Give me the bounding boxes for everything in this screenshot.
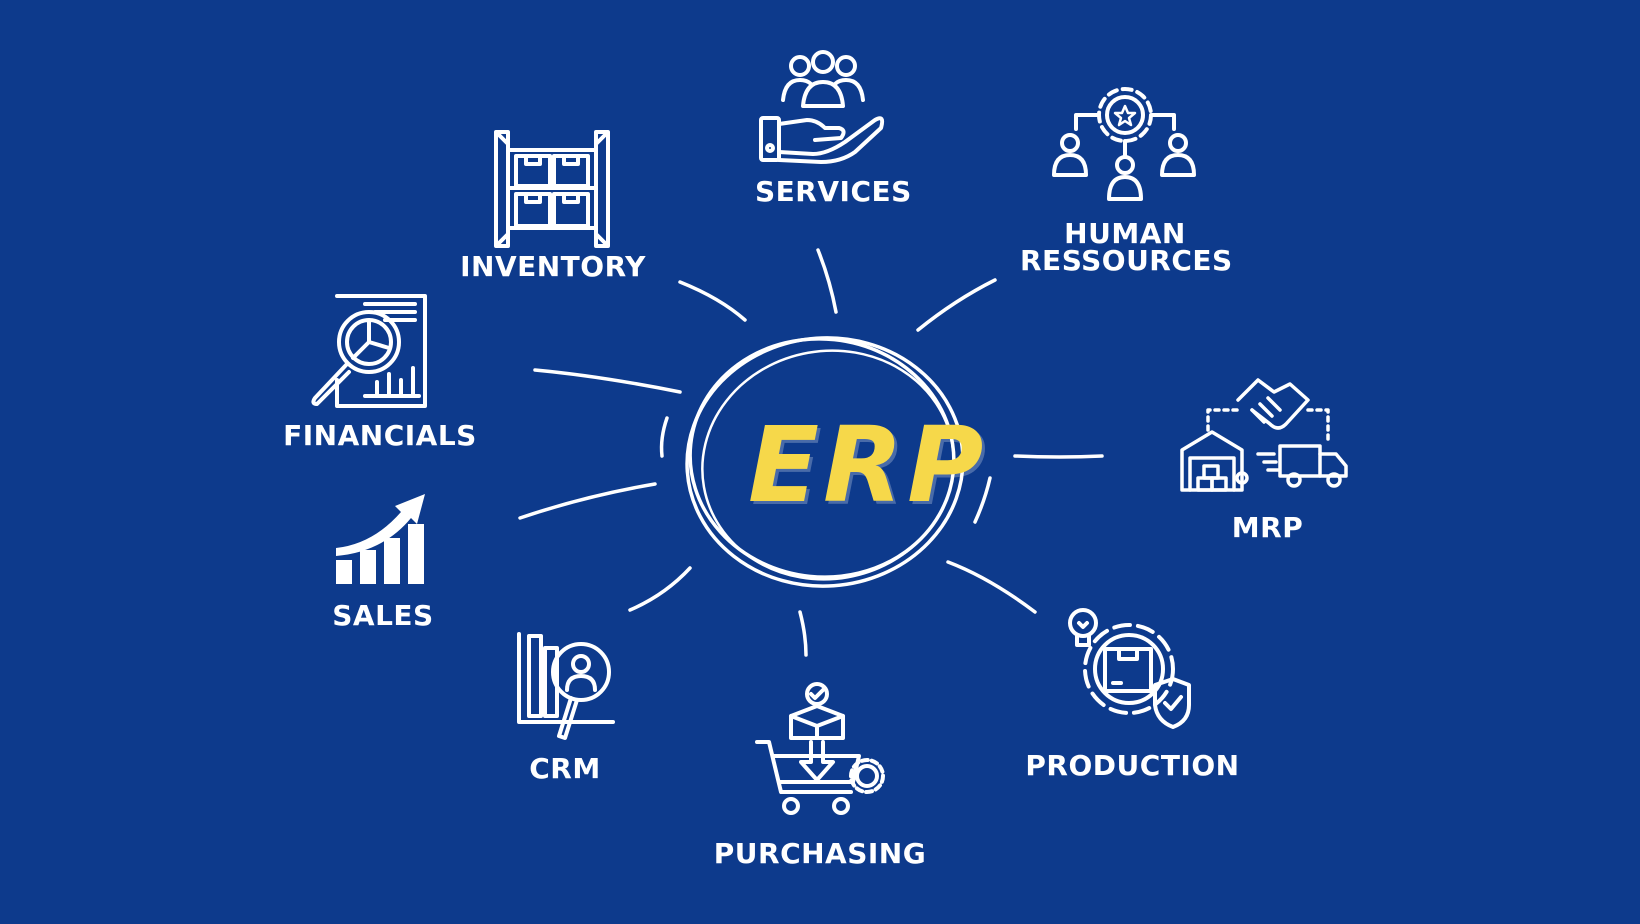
cart-box-icon <box>755 682 885 815</box>
module-label-inventory: INVENTORY <box>460 250 646 283</box>
team-in-hand-icon <box>759 50 885 164</box>
handshake-warehouse-truck-icon <box>1180 378 1348 492</box>
module-label-human-resources: HUMAN RESSOURCES <box>1020 217 1233 277</box>
customer-search-icon <box>517 632 615 740</box>
shelf-boxes-icon <box>494 130 610 248</box>
module-label-crm: CRM <box>529 752 601 785</box>
module-label-purchasing: PURCHASING <box>713 837 927 870</box>
report-magnifier-icon <box>311 294 427 408</box>
module-label-human-resources-line1: HUMAN <box>1064 217 1186 250</box>
center-title: ERP <box>748 404 988 526</box>
module-label-services: SERVICES <box>755 175 912 208</box>
module-label-sales: SALES <box>332 599 434 632</box>
org-gear-icon <box>1052 87 1196 201</box>
growth-bars-icon <box>336 494 425 584</box>
module-label-production: PRODUCTION <box>1025 749 1240 782</box>
module-label-financials: FINANCIALS <box>283 419 477 452</box>
module-label-mrp: MRP <box>1231 511 1304 544</box>
module-label-human-resources-line2: RESSOURCES <box>1020 244 1233 277</box>
gear-box-check-icon <box>1068 608 1191 729</box>
